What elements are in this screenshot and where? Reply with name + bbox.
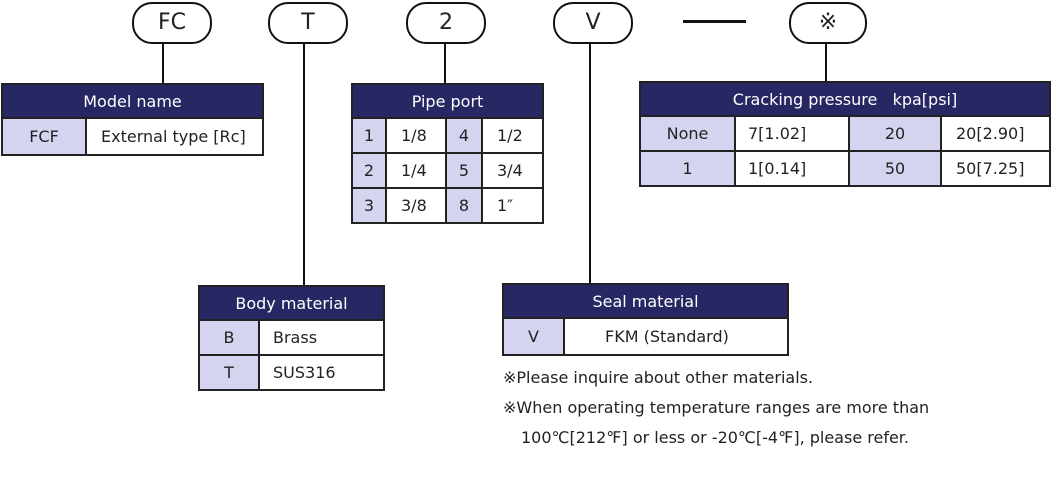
body-code-cell: B — [198, 319, 260, 356]
cracking-value-cell: 7[1.02] — [734, 115, 850, 152]
note-other-materials: ※Please inquire about other materials. — [503, 368, 814, 387]
connector-pipe — [444, 42, 446, 83]
body-desc-cell: Brass — [258, 319, 385, 356]
note-temperature-cont: 100℃[212℉] or less or -20℃[-4℉], please … — [521, 428, 909, 447]
pipe-size-cell: 1/4 — [385, 152, 447, 189]
connector-body — [303, 42, 305, 285]
seal-material-table: Seal material V FKM (Standard) — [502, 283, 789, 356]
cracking-pressure-table: Cracking pressure kpa[psi] None 7[1.02] … — [639, 81, 1051, 187]
pipe-code-cell: 8 — [445, 187, 483, 224]
seal-material-header: Seal material — [502, 283, 789, 319]
body-material-table: Body material B Brass T SUS316 — [198, 285, 385, 391]
separator-dash — [683, 20, 746, 23]
cracking-code-cell: 50 — [848, 150, 942, 187]
seal-code-cell: V — [502, 317, 565, 356]
pipe-size-cell: 1/8 — [385, 117, 447, 154]
code-body: T — [268, 2, 348, 44]
cracking-pressure-header: Cracking pressure kpa[psi] — [639, 81, 1051, 117]
connector-seal — [589, 42, 591, 283]
pipe-port-table: Pipe port 1 1/8 4 1/2 2 1/4 5 3/4 3 3/8 … — [351, 83, 544, 224]
pipe-code-cell: 1 — [351, 117, 387, 154]
model-desc-cell: External type [Rc] — [85, 117, 264, 156]
connector-cracking — [825, 42, 827, 81]
pipe-size-cell: 1/2 — [481, 117, 544, 154]
model-name-header: Model name — [1, 83, 264, 119]
pipe-port-header: Pipe port — [351, 83, 544, 119]
code-seal: V — [553, 2, 633, 44]
pipe-code-cell: 3 — [351, 187, 387, 224]
pipe-size-cell: 1″ — [481, 187, 544, 224]
cracking-value-cell: 50[7.25] — [940, 150, 1051, 187]
cracking-code-cell: 20 — [848, 115, 942, 152]
body-desc-cell: SUS316 — [258, 354, 385, 391]
model-code-cell: FCF — [1, 117, 87, 156]
cracking-code-cell: None — [639, 115, 736, 152]
body-material-header: Body material — [198, 285, 385, 321]
cracking-value-cell: 20[2.90] — [940, 115, 1051, 152]
connector-model — [162, 42, 164, 83]
cracking-value-cell: 1[0.14] — [734, 150, 850, 187]
note-temperature: ※When operating temperature ranges are m… — [503, 398, 930, 417]
body-code-cell: T — [198, 354, 260, 391]
pipe-size-cell: 3/8 — [385, 187, 447, 224]
pipe-size-cell: 3/4 — [481, 152, 544, 189]
code-model: FC — [132, 2, 212, 44]
code-pipe: 2 — [406, 2, 486, 44]
pipe-code-cell: 5 — [445, 152, 483, 189]
model-name-table: Model name FCF External type [Rc] — [1, 83, 264, 156]
code-cracking: ※ — [789, 2, 867, 44]
cracking-code-cell: 1 — [639, 150, 736, 187]
seal-desc-cell: FKM (Standard) — [563, 317, 789, 356]
pipe-code-cell: 2 — [351, 152, 387, 189]
pipe-code-cell: 4 — [445, 117, 483, 154]
